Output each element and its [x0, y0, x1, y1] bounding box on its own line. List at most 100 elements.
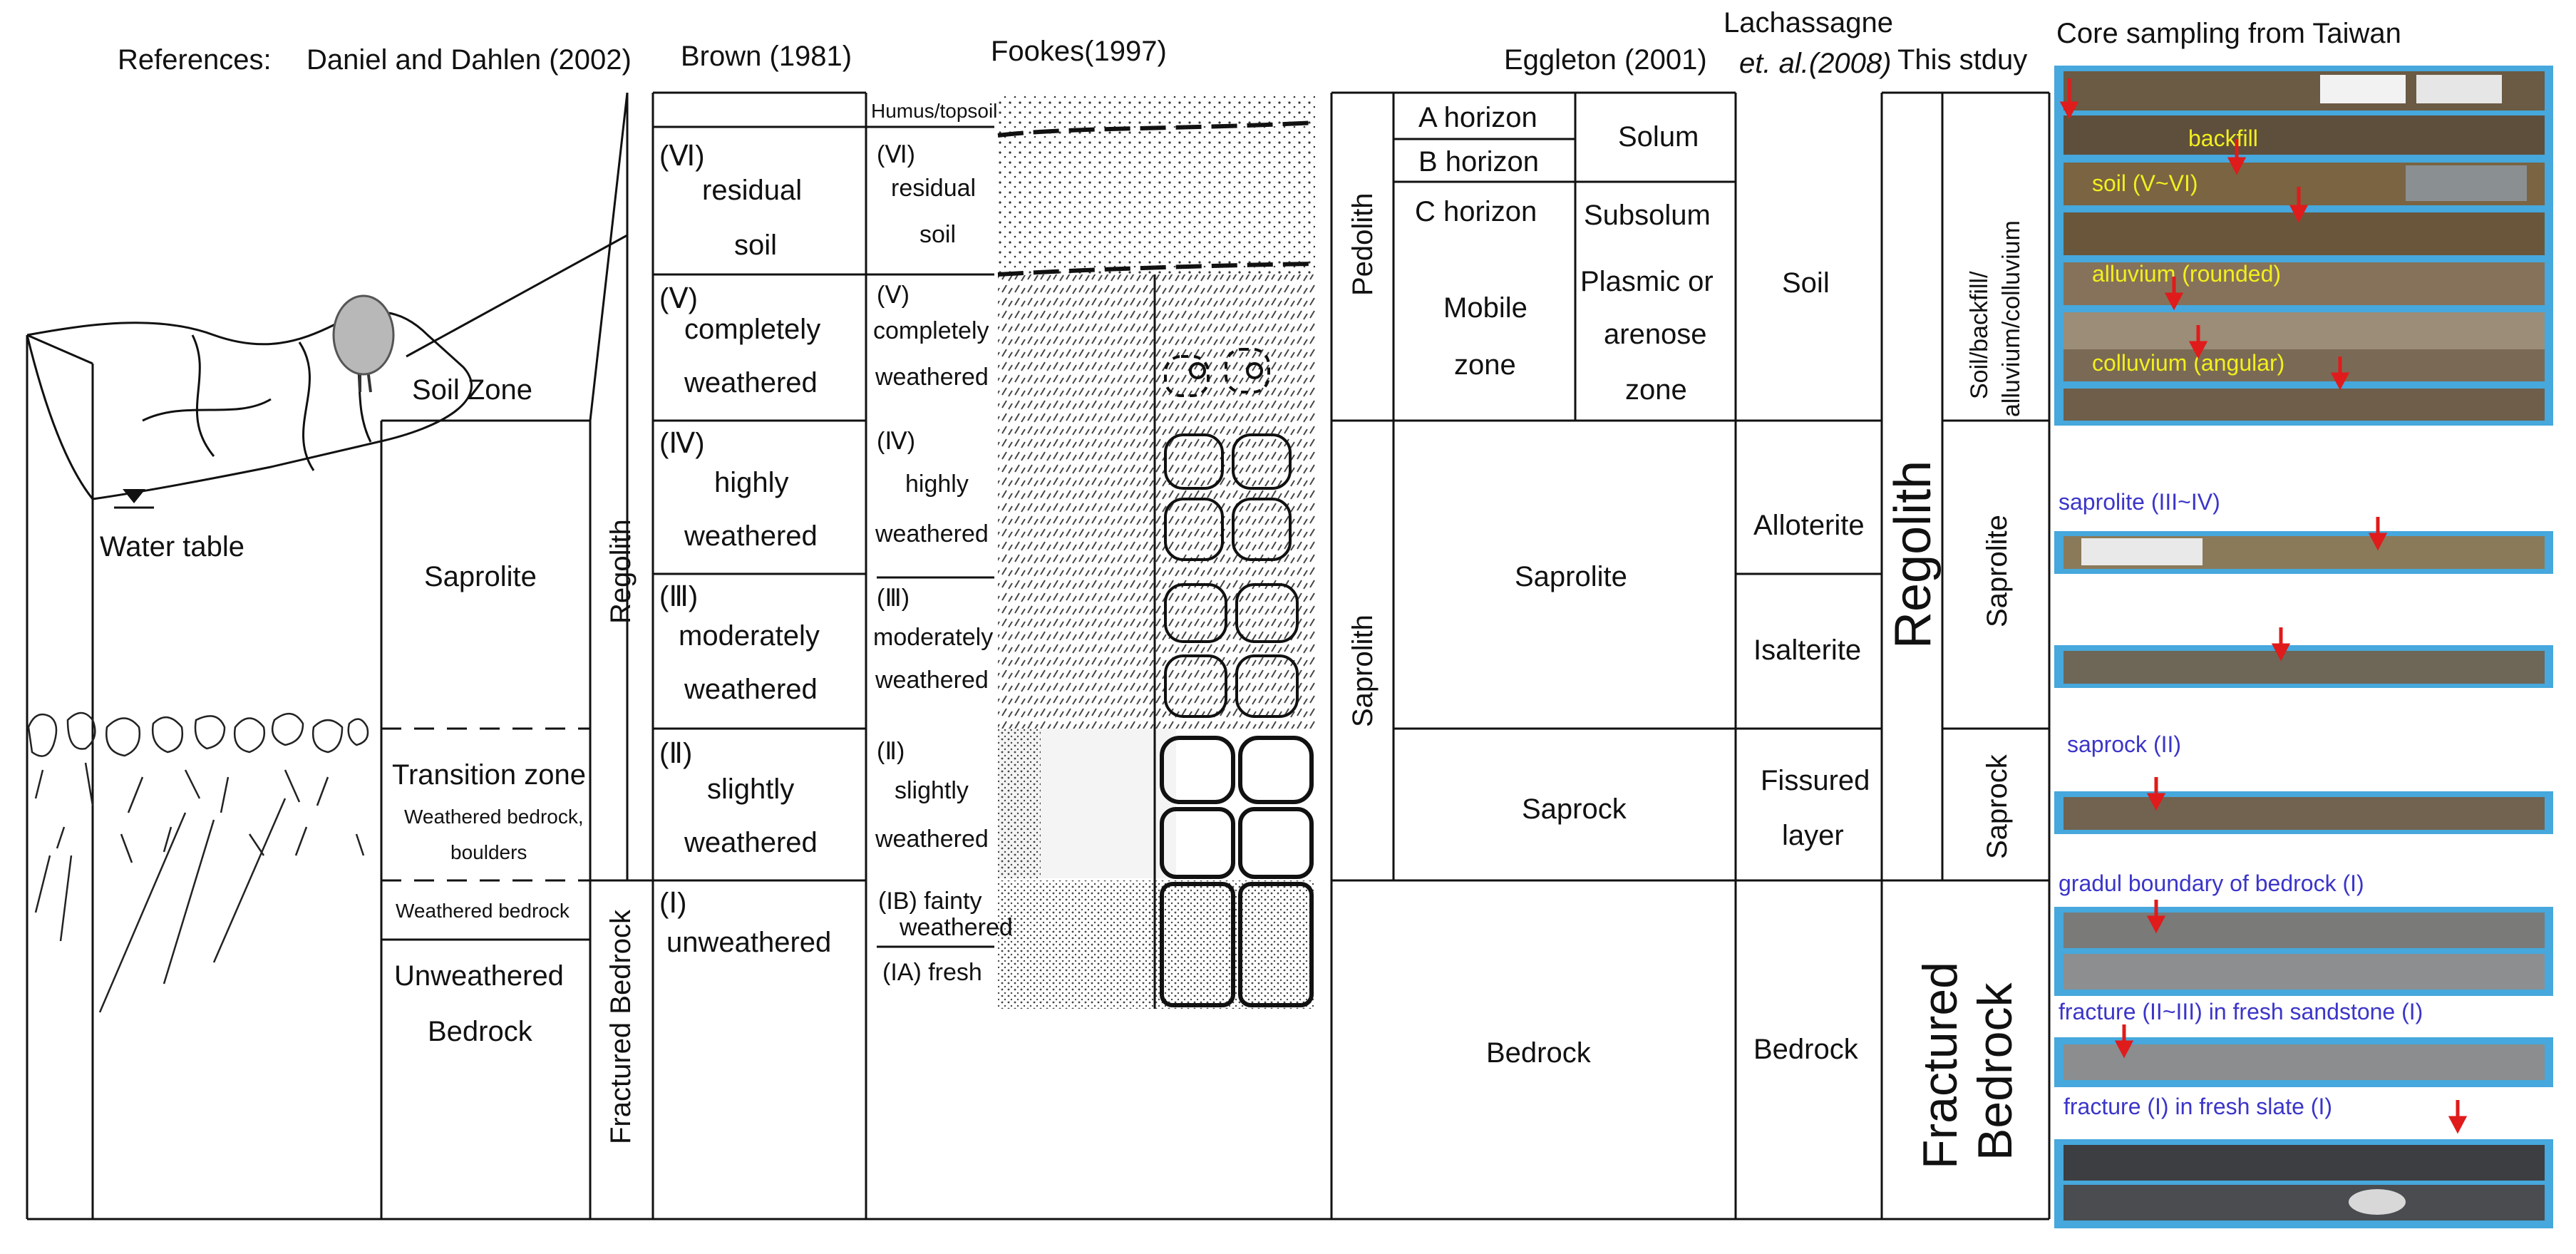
eggleton-plasmic-2: arenose [1604, 319, 1707, 350]
brown-iv-1: highly [714, 467, 789, 498]
eggleton-a-horizon: A horizon [1418, 102, 1537, 133]
arrow-down-icon [2146, 777, 2166, 811]
lach-fissured-1: Fissured [1761, 765, 1870, 796]
daniel-saprolite: Saprolite [424, 561, 537, 592]
daniel-unweathered-2: Bedrock [428, 1016, 533, 1047]
fookes-vi-num: (Ⅵ) [877, 141, 915, 168]
arrow-down-icon [2227, 139, 2247, 175]
daniel-weathered-bedrock: Weathered bedrock [396, 900, 570, 922]
fookes-vi-2: soil [919, 221, 956, 248]
header-references: References: [118, 44, 272, 76]
fookes-humus: Humus/topsoil [871, 100, 997, 122]
brown-column [589, 91, 867, 1219]
this-study-fractured-2: Bedrock [1968, 982, 2022, 1161]
brown-fractured-bedrock: Fractured Bedrock [605, 909, 637, 1144]
core-label-backfill: backfill [2188, 125, 2258, 151]
arrow-down-icon [2146, 900, 2166, 934]
header-brown: Brown (1981) [681, 41, 852, 72]
brown-v-2: weathered [684, 367, 818, 399]
header-this-study: This stduy [1897, 44, 2027, 76]
brown-vi-1: residual [702, 175, 802, 206]
eggleton-subsolum: Subsolum [1584, 200, 1711, 231]
brown-vi-num: (Ⅵ) [659, 140, 705, 172]
arrow-down-icon [2188, 325, 2208, 359]
water-table-icon [114, 489, 154, 509]
fookes-profile-image [997, 96, 1316, 1009]
fookes-iv-1: highly [905, 471, 969, 498]
brown-ii-num: (Ⅱ) [659, 738, 692, 769]
brown-iii-1: moderately [679, 620, 820, 652]
daniel-column [380, 419, 590, 1219]
fookes-column [866, 93, 1333, 1219]
daniel-transition-3: boulders [450, 841, 527, 863]
this-study-fractured-1: Fractured [1913, 962, 1967, 1169]
lach-isalterite: Isalterite [1753, 634, 1861, 666]
fookes-iii-1: moderately [873, 624, 993, 651]
lach-soil: Soil [1782, 267, 1830, 299]
arrow-down-icon [2448, 1100, 2468, 1134]
tree-icon [332, 294, 395, 393]
boulders-sketch [27, 711, 369, 1013]
core-label-fracture-slate: fracture (I) in fresh slate (I) [2064, 1094, 2332, 1119]
fookes-ii-num: (Ⅱ) [877, 738, 905, 765]
brown-v-1: completely [684, 314, 820, 345]
lach-bedrock: Bedrock [1753, 1034, 1859, 1065]
eggleton-saprolith: Saprolith [1347, 615, 1379, 727]
fookes-vi-1: residual [891, 175, 976, 202]
brown-i-1: unweathered [666, 927, 831, 958]
eggleton-plasmic-1: Plasmic or [1580, 266, 1714, 297]
this-study-regolith: Regolith [1885, 461, 1942, 649]
arrow-down-icon [2368, 517, 2388, 551]
eggleton-saprock: Saprock [1522, 793, 1627, 825]
brown-iv-2: weathered [684, 520, 818, 552]
brown-iii-2: weathered [684, 674, 818, 705]
brown-regolith: Regolith [605, 519, 637, 624]
core-photos [2054, 66, 2553, 1228]
arrow-down-icon [2271, 627, 2291, 662]
header-lachassagne-2: et. al.(2008) [1739, 48, 1891, 79]
this-study-soil-2: alluvium/colluvium [1998, 220, 2025, 417]
brown-iv-num: (Ⅳ) [659, 428, 705, 459]
daniel-transition-2: Weathered bedrock, [404, 806, 584, 828]
landscape-sketch [26, 311, 473, 1219]
fookes-iv-num: (Ⅳ) [877, 428, 915, 455]
brown-v-num: (Ⅴ) [659, 283, 698, 314]
daniel-soil-zone: Soil Zone [412, 374, 532, 406]
eggleton-b-horizon: B horizon [1418, 146, 1539, 178]
lach-fissured-2: layer [1782, 820, 1844, 851]
arrow-down-icon [2164, 277, 2184, 311]
brown-ii-1: slightly [707, 774, 794, 805]
this-study-soil-1: Soil/backfill/ [1966, 271, 1993, 399]
core-label-colluvium: colluvium (angular) [2092, 350, 2284, 376]
eggleton-bedrock: Bedrock [1486, 1037, 1592, 1069]
fookes-ib-1: (IB) fainty [878, 888, 982, 915]
header-lachassagne-1: Lachassagne [1724, 7, 1893, 38]
eggleton-mobile-1: Mobile [1443, 292, 1527, 324]
header-fookes: Fookes(1997) [991, 36, 1167, 67]
core-label-fracture-sandstone: fracture (II~III) in fresh sandstone (I) [2059, 999, 2423, 1024]
core-label-soil: soil (V~VI) [2092, 170, 2198, 196]
eggleton-pedolith: Pedolith [1347, 192, 1379, 296]
fookes-iv-2: weathered [875, 520, 989, 548]
daniel-transition-1: Transition zone [392, 759, 586, 791]
eggleton-solum: Solum [1618, 121, 1699, 153]
daniel-unweathered-1: Unweathered [394, 960, 564, 992]
fookes-ii-1: slightly [895, 777, 969, 804]
fookes-iii-num: (Ⅲ) [877, 585, 910, 612]
this-study-saprock: Saprock [1982, 754, 2013, 859]
fookes-ii-2: weathered [875, 826, 989, 853]
fookes-ia: (IA) fresh [882, 959, 982, 986]
eggleton-plasmic-3: zone [1625, 374, 1687, 406]
eggleton-c-horizon: C horizon [1415, 196, 1537, 227]
lach-alloterite: Alloterite [1753, 510, 1865, 541]
brown-i-num: (Ⅰ) [659, 888, 686, 919]
this-study-column [1882, 91, 2051, 1219]
water-table-label: Water table [100, 531, 244, 562]
brown-vi-2: soil [734, 230, 777, 261]
core-arrows [2059, 78, 2468, 1134]
arrow-down-icon [2114, 1024, 2134, 1059]
core-label-gradual: gradul boundary of bedrock (I) [2059, 870, 2364, 896]
eggleton-mobile-2: zone [1454, 349, 1516, 381]
